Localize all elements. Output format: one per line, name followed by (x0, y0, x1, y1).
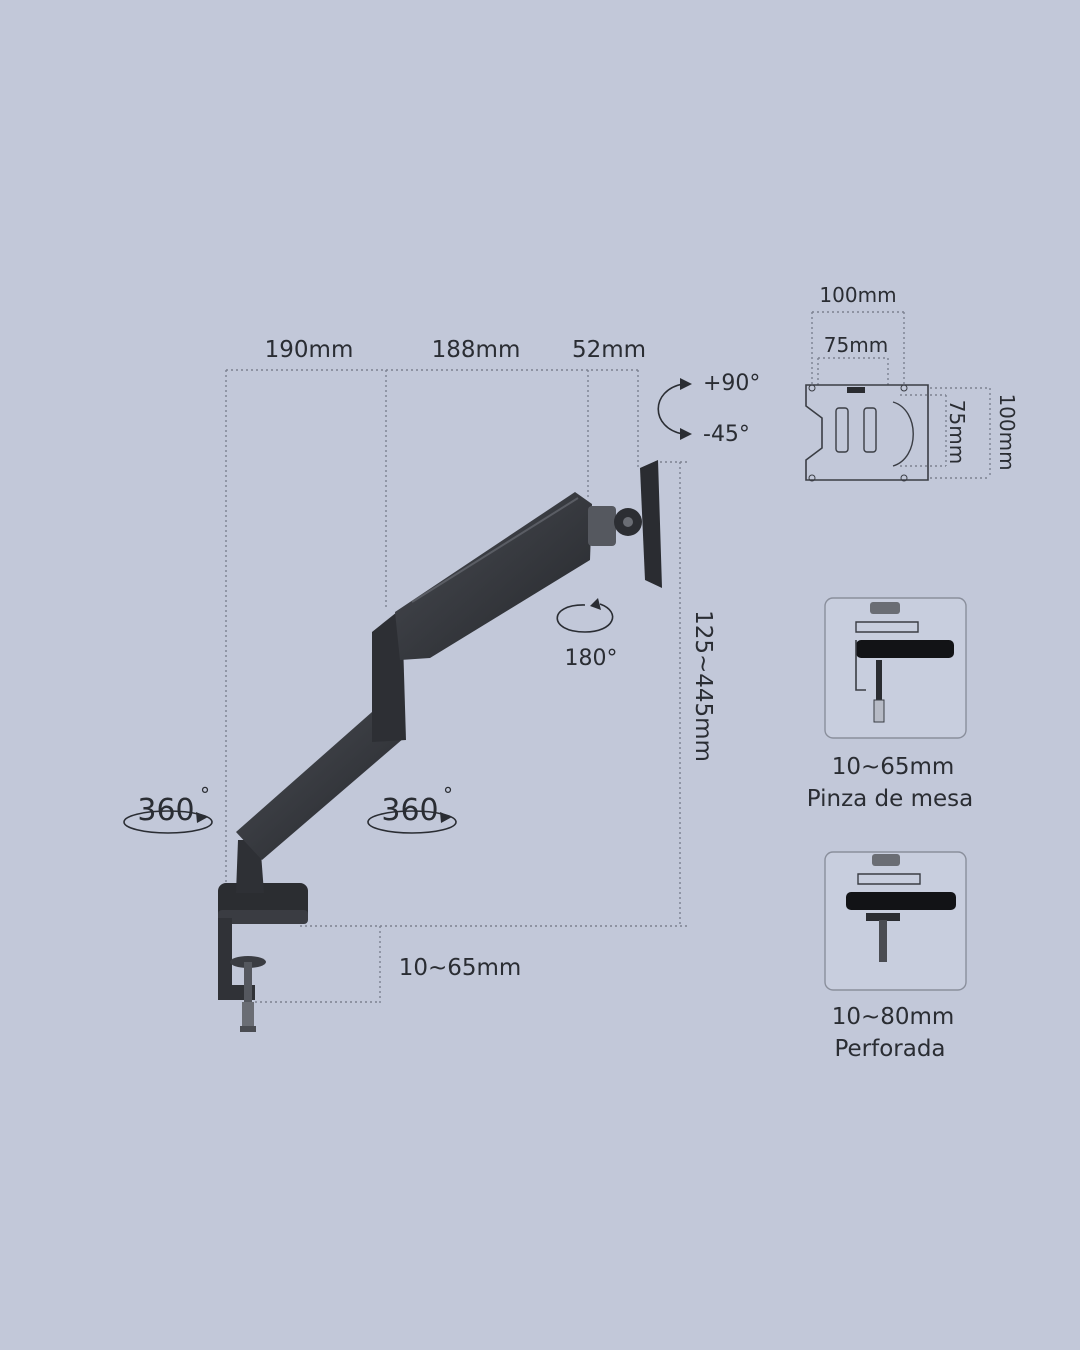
vesa-inner-height: 75mm (945, 400, 969, 464)
desk-clamp (218, 883, 308, 1032)
tilt-up-label: +90° (703, 371, 760, 396)
vesa-detail: 100mm 75mm 75mm 100mm (805, 283, 1019, 482)
clamp-option-range: 10~65mm (832, 754, 955, 780)
rotation-base-label: 360 (137, 793, 194, 828)
grommet-option-label: Perforada (834, 1036, 945, 1062)
degree-symbol: ° (200, 783, 210, 807)
tilt-arrow-icon (657, 378, 692, 440)
swivel-arrow-icon (556, 598, 614, 633)
mount-option-clamp (824, 597, 967, 739)
clamp-option-label: Pinza de mesa (807, 786, 974, 812)
swivel-label: 180° (565, 646, 618, 671)
vesa-inner-width: 75mm (824, 333, 888, 357)
rotation-base-icon (123, 810, 213, 834)
vesa-outer-width: 100mm (819, 283, 896, 307)
degree-symbol: ° (443, 783, 453, 807)
dimension-190: 190mm (265, 337, 354, 363)
vesa-plate-side (640, 460, 662, 588)
dimension-188: 188mm (432, 337, 521, 363)
arm-elbow (372, 608, 406, 742)
vesa-plate-front (805, 384, 929, 481)
dimension-height-range: 125~445mm (690, 610, 716, 762)
tilt-down-label: -45° (703, 422, 750, 447)
monitor-arm (218, 460, 662, 1032)
dimension-guides (225, 369, 690, 1004)
dimension-52: 52mm (572, 337, 646, 363)
lower-arm (236, 712, 404, 860)
rotation-arm-icon (367, 810, 457, 834)
upper-arm (395, 492, 592, 660)
clamp-option-card (824, 597, 967, 739)
mount-option-grommet (824, 851, 967, 991)
tilt-head (588, 506, 616, 546)
dimension-clamp-range: 10~65mm (399, 955, 522, 981)
vesa-outer-height: 100mm (995, 393, 1019, 470)
rotation-arm-label: 360 (381, 793, 438, 828)
grommet-option-range: 10~80mm (832, 1004, 955, 1030)
